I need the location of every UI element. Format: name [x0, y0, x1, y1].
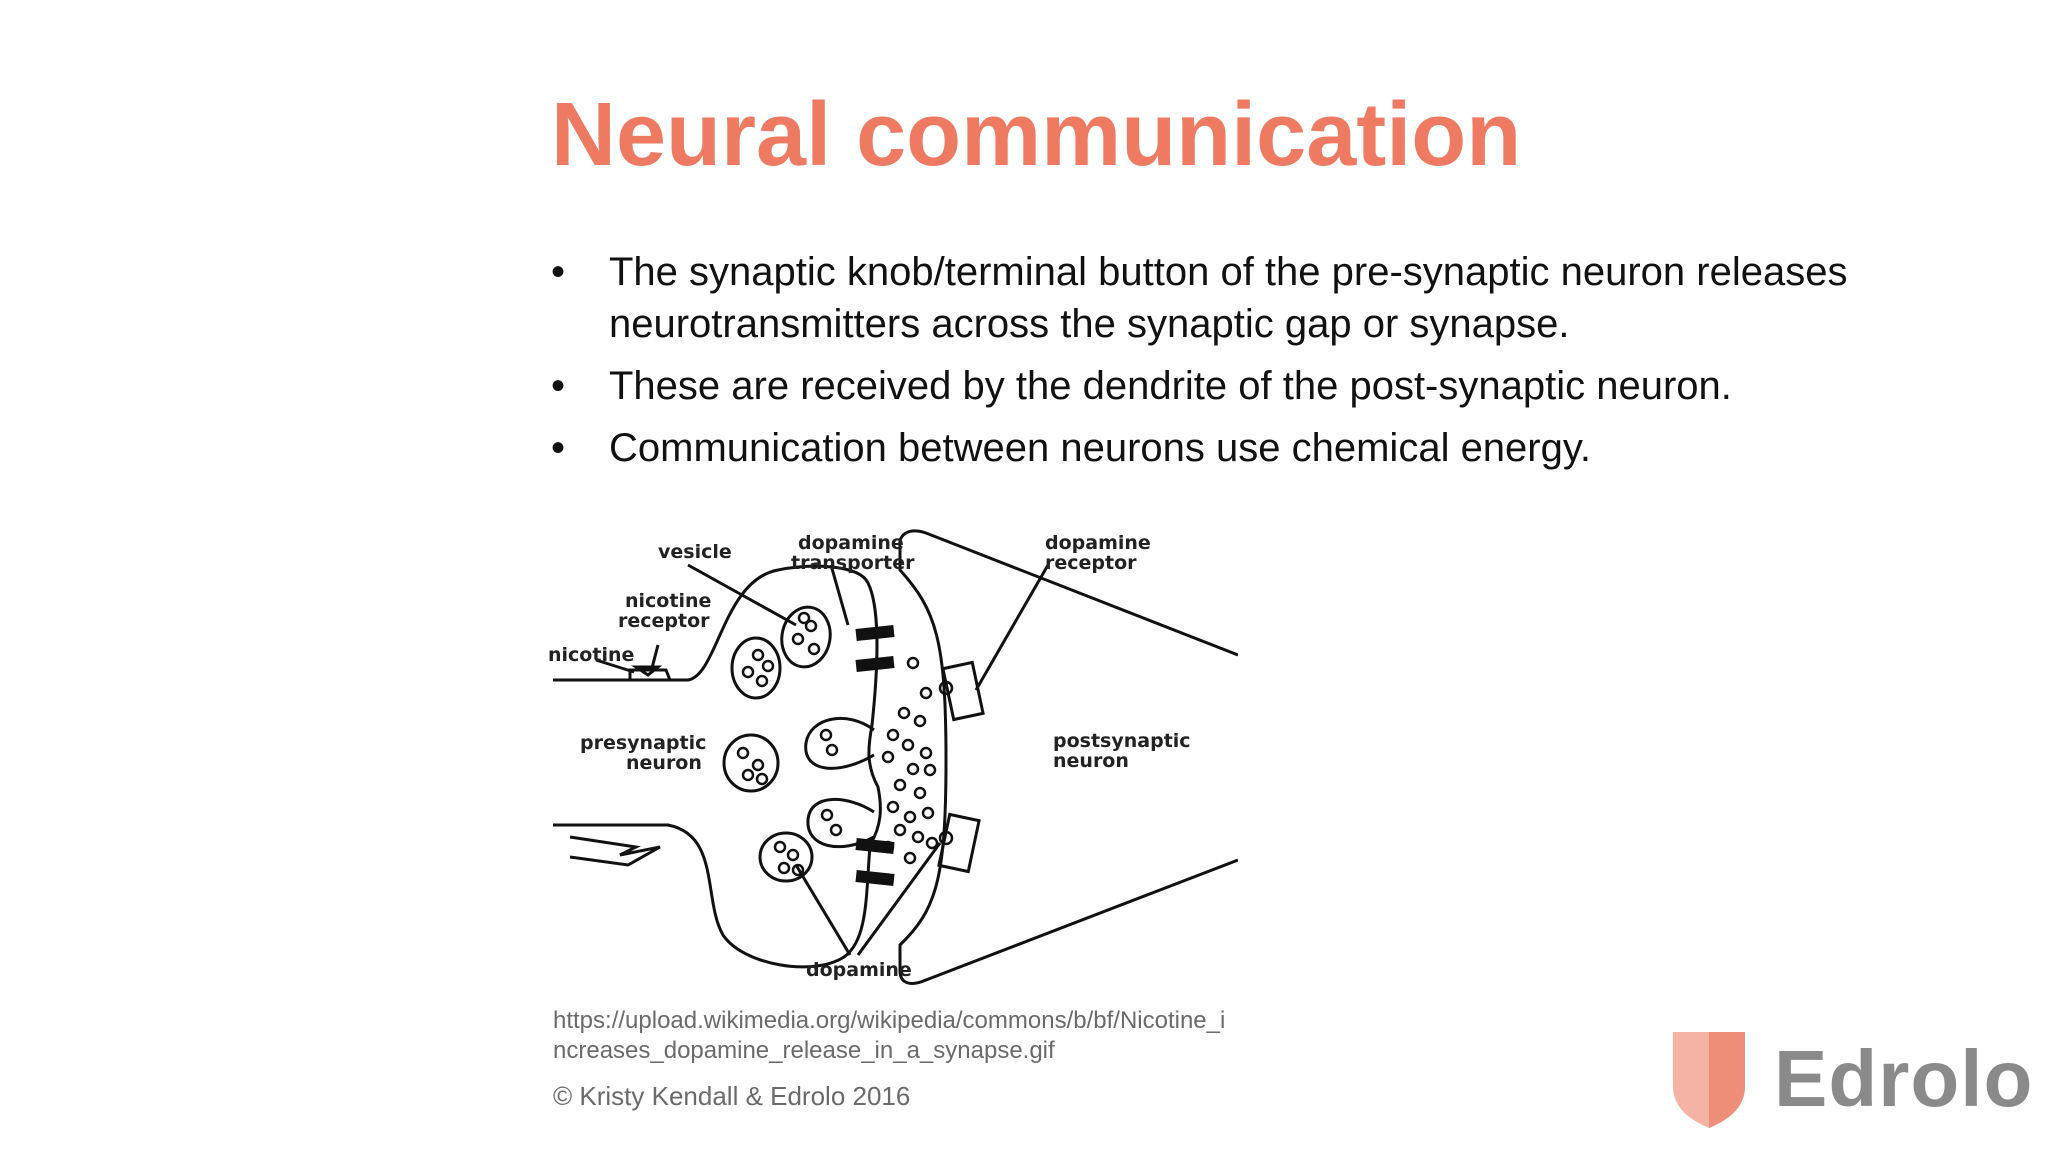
bullet-dot: •	[551, 364, 566, 408]
bullet-list: • The synaptic knob/terminal button of th…	[551, 246, 1971, 484]
vesicle	[780, 605, 832, 669]
label-nicotine-receptor: nicotine	[625, 590, 711, 612]
bullet-item: • These are received by the dendrite of t…	[551, 360, 1971, 412]
nicotine-receptor-shape	[628, 668, 672, 681]
label-dopamine-receptor: receptor	[1045, 552, 1137, 574]
image-source-url: https://upload.wikimedia.org/wikipedia/c…	[553, 1007, 1226, 1064]
label-dopamine-receptor: dopamine	[1045, 532, 1151, 554]
label-dopamine-transporter: transporter	[791, 552, 915, 574]
slide-title: Neural communication	[551, 85, 1522, 185]
bullet-item: • The synaptic knob/terminal button of th…	[551, 246, 1971, 350]
synapse-diagram: vesicle dopamine transporter dopamine re…	[548, 529, 1238, 985]
label-presynaptic-neuron: presynaptic	[580, 732, 706, 754]
vesicle	[722, 733, 780, 793]
copyright-notice: © Kristy Kendall & Edrolo 2016	[553, 1081, 911, 1111]
label-vesicle: vesicle	[658, 541, 732, 563]
presynaptic-membrane	[553, 564, 882, 969]
label-nicotine: nicotine	[548, 644, 634, 666]
bullet-text: Communication between neurons use chemic…	[609, 426, 1592, 470]
nicotine-molecule	[631, 665, 663, 677]
fusing-vesicle	[806, 798, 875, 849]
vesicle	[730, 636, 782, 700]
label-postsynaptic-neuron: postsynaptic	[1053, 730, 1191, 752]
bullet-item: • Communication between neurons use chemi…	[551, 422, 1971, 474]
bullet-text: These are received by the dendrite of th…	[609, 364, 1732, 408]
dopamine-receptor	[937, 812, 981, 874]
dopamine-receptor	[941, 660, 985, 722]
action-potential-icon	[569, 835, 661, 867]
label-nicotine-receptor: receptor	[618, 610, 710, 632]
bullet-dot: •	[551, 426, 566, 470]
label-postsynaptic-neuron: neuron	[1053, 750, 1129, 772]
vesicle	[758, 831, 814, 883]
fusing-vesicle	[804, 716, 875, 770]
logo-text: Edrolo	[1774, 1034, 2034, 1123]
bullet-dot: •	[551, 250, 566, 294]
label-dopamine-transporter: dopamine	[798, 532, 904, 554]
bullet-text: The synaptic knob/terminal button of the…	[609, 250, 1848, 346]
edrolo-logo: Edrolo	[1670, 1028, 2033, 1130]
postsynaptic-membrane	[898, 529, 1238, 985]
label-presynaptic-neuron: neuron	[626, 752, 702, 774]
shield-icon	[1673, 1032, 1745, 1128]
label-dopamine: dopamine	[806, 959, 912, 981]
